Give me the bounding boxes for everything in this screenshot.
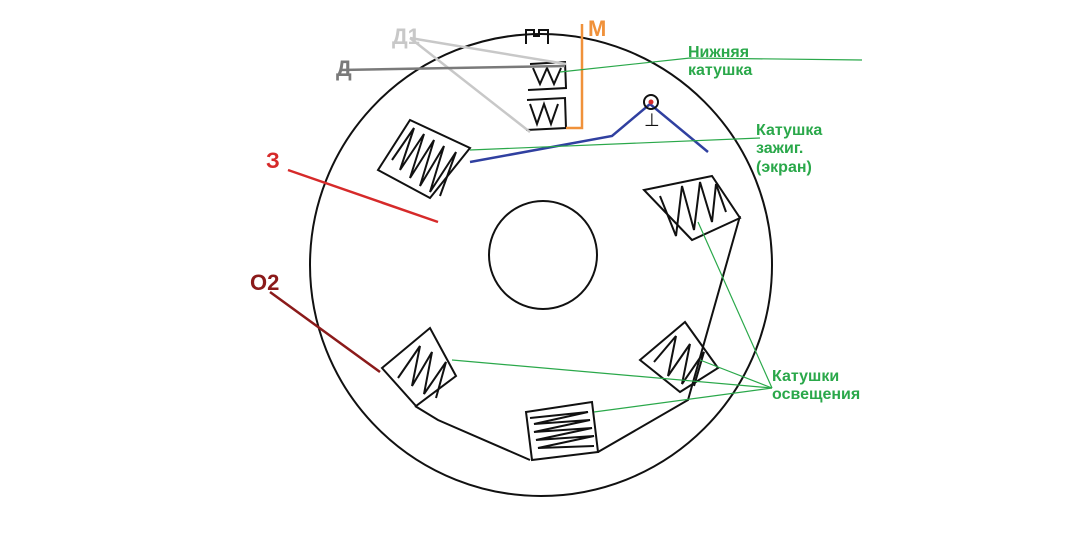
leader-light-2 bbox=[699, 359, 773, 389]
wire-d bbox=[339, 64, 566, 72]
stator-outer-ring bbox=[309, 33, 773, 497]
leader-light-4 bbox=[451, 359, 773, 389]
label-d: Д bbox=[336, 56, 352, 81]
lighting-coil-left bbox=[380, 326, 458, 408]
label-lighting-line2: освещения bbox=[772, 386, 861, 404]
lighting-coil-right bbox=[638, 320, 720, 394]
label-ignition-line1: Катушка bbox=[756, 122, 823, 139]
stator-center-hole bbox=[488, 200, 598, 310]
wire-ignition bbox=[469, 102, 709, 164]
label-ignition-coil: Катушка зажиг. (экран) bbox=[756, 122, 822, 177]
label-d1: Д1 bbox=[392, 24, 420, 49]
leader-light-1 bbox=[697, 221, 773, 389]
wire-m bbox=[566, 24, 584, 130]
label-lighting-coils: Катушки освещения bbox=[772, 368, 860, 405]
leader-light-3 bbox=[593, 387, 773, 413]
ignition-coil bbox=[376, 118, 472, 200]
label-lower-coil-line1: Нижняя bbox=[688, 44, 750, 61]
label-ignition-line3: (экран) bbox=[756, 158, 812, 176]
label-z: З bbox=[266, 148, 280, 173]
label-lower-coil: Нижняя катушка bbox=[688, 44, 752, 81]
ring-top-tab bbox=[525, 29, 549, 44]
annotation-leaders bbox=[451, 57, 863, 413]
lighting-coil-bottom bbox=[524, 400, 600, 462]
leader-ignition bbox=[469, 137, 761, 151]
wire-z bbox=[287, 168, 439, 224]
label-o2: О2 bbox=[250, 270, 280, 295]
label-lighting-line1: Катушки bbox=[772, 368, 840, 385]
ground-terminal bbox=[643, 94, 659, 110]
label-lower-coil-line2: катушка bbox=[688, 62, 753, 80]
ground-symbol: ⊥ bbox=[644, 110, 660, 130]
leader-lower-coil bbox=[559, 57, 863, 73]
ground-terminal-dot bbox=[648, 99, 654, 105]
wire-o2 bbox=[269, 290, 381, 374]
label-ignition-line2: зажиг. bbox=[756, 140, 804, 158]
wire-d1 bbox=[409, 36, 567, 133]
screen-coil bbox=[642, 174, 742, 242]
label-m: М bbox=[588, 16, 607, 41]
lower-coil bbox=[525, 60, 568, 131]
